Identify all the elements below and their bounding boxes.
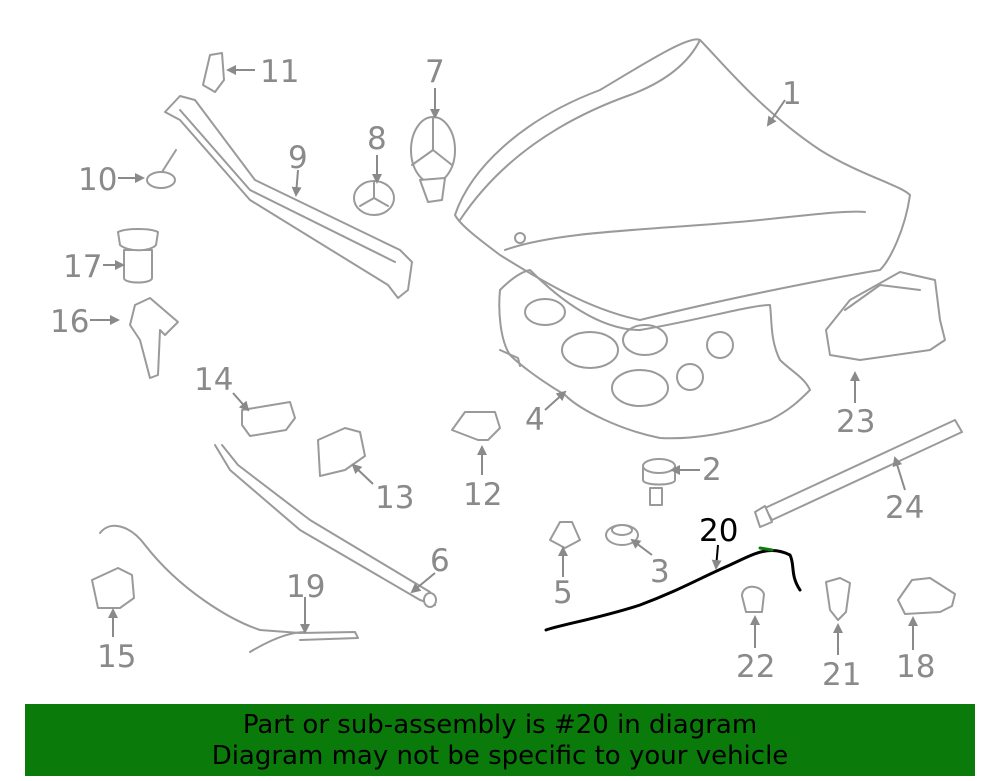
part-10-pin [146, 149, 177, 189]
part-12-hinge-mount [451, 411, 501, 441]
callout-7: 7 [425, 54, 445, 90]
part-7-star-emblem [410, 116, 456, 203]
part-9-seal-strip [164, 95, 413, 299]
callout-21: 21 [822, 657, 861, 693]
callout-4: 4 [525, 402, 545, 438]
callout-3: 3 [650, 554, 670, 590]
part-17-bumper [117, 228, 159, 284]
part-16-bracket [129, 297, 179, 379]
callout-14: 14 [194, 362, 233, 398]
callout-11: 11 [260, 54, 299, 90]
part-11-clip [202, 52, 225, 93]
callout-20: 20 [699, 513, 738, 549]
callout-12: 12 [463, 477, 502, 513]
callout-18: 18 [896, 649, 935, 685]
part-8-badge [353, 180, 395, 216]
part-6-seal [214, 444, 437, 608]
part-24-gas-strut [754, 419, 963, 528]
part-18-latch [897, 577, 956, 615]
callout-2: 2 [702, 452, 722, 488]
callout-22: 22 [736, 649, 775, 685]
part-4-inner-panel [498, 269, 811, 440]
callout-23: 23 [836, 404, 875, 440]
callout-15: 15 [97, 639, 136, 675]
part-14-latch-clip [241, 401, 296, 437]
part-1-hood [454, 38, 911, 321]
callout-1: 1 [782, 76, 802, 112]
callout-8: 8 [367, 121, 387, 157]
leader-lines [90, 65, 918, 655]
callout-6: 6 [430, 543, 450, 579]
callout-24: 24 [885, 490, 924, 526]
callout-19: 19 [286, 569, 325, 605]
callout-17: 17 [63, 249, 102, 285]
callout-labels: 1 2 3 4 5 6 7 8 9 10 11 12 13 14 15 16 1… [50, 54, 935, 693]
part-20-release-cable [544, 546, 802, 632]
callout-9: 9 [288, 140, 308, 176]
part-3-grommet [605, 524, 639, 546]
info-banner: Part or sub-assembly is #20 in diagram D… [25, 704, 975, 776]
callout-13: 13 [375, 480, 414, 516]
part-2-stopper [642, 458, 676, 506]
callout-10: 10 [78, 162, 117, 198]
part-21-bracket [825, 577, 851, 621]
part-23-hinge [825, 271, 946, 361]
callout-16: 16 [50, 304, 89, 340]
banner-line-1: Part or sub-assembly is #20 in diagram [242, 710, 758, 740]
part-5-clip [549, 521, 581, 549]
banner-line-2: Diagram may not be specific to your vehi… [211, 741, 789, 771]
part-22-clip [741, 585, 765, 613]
callout-5: 5 [553, 575, 573, 611]
part-15-release-handle [91, 567, 135, 609]
